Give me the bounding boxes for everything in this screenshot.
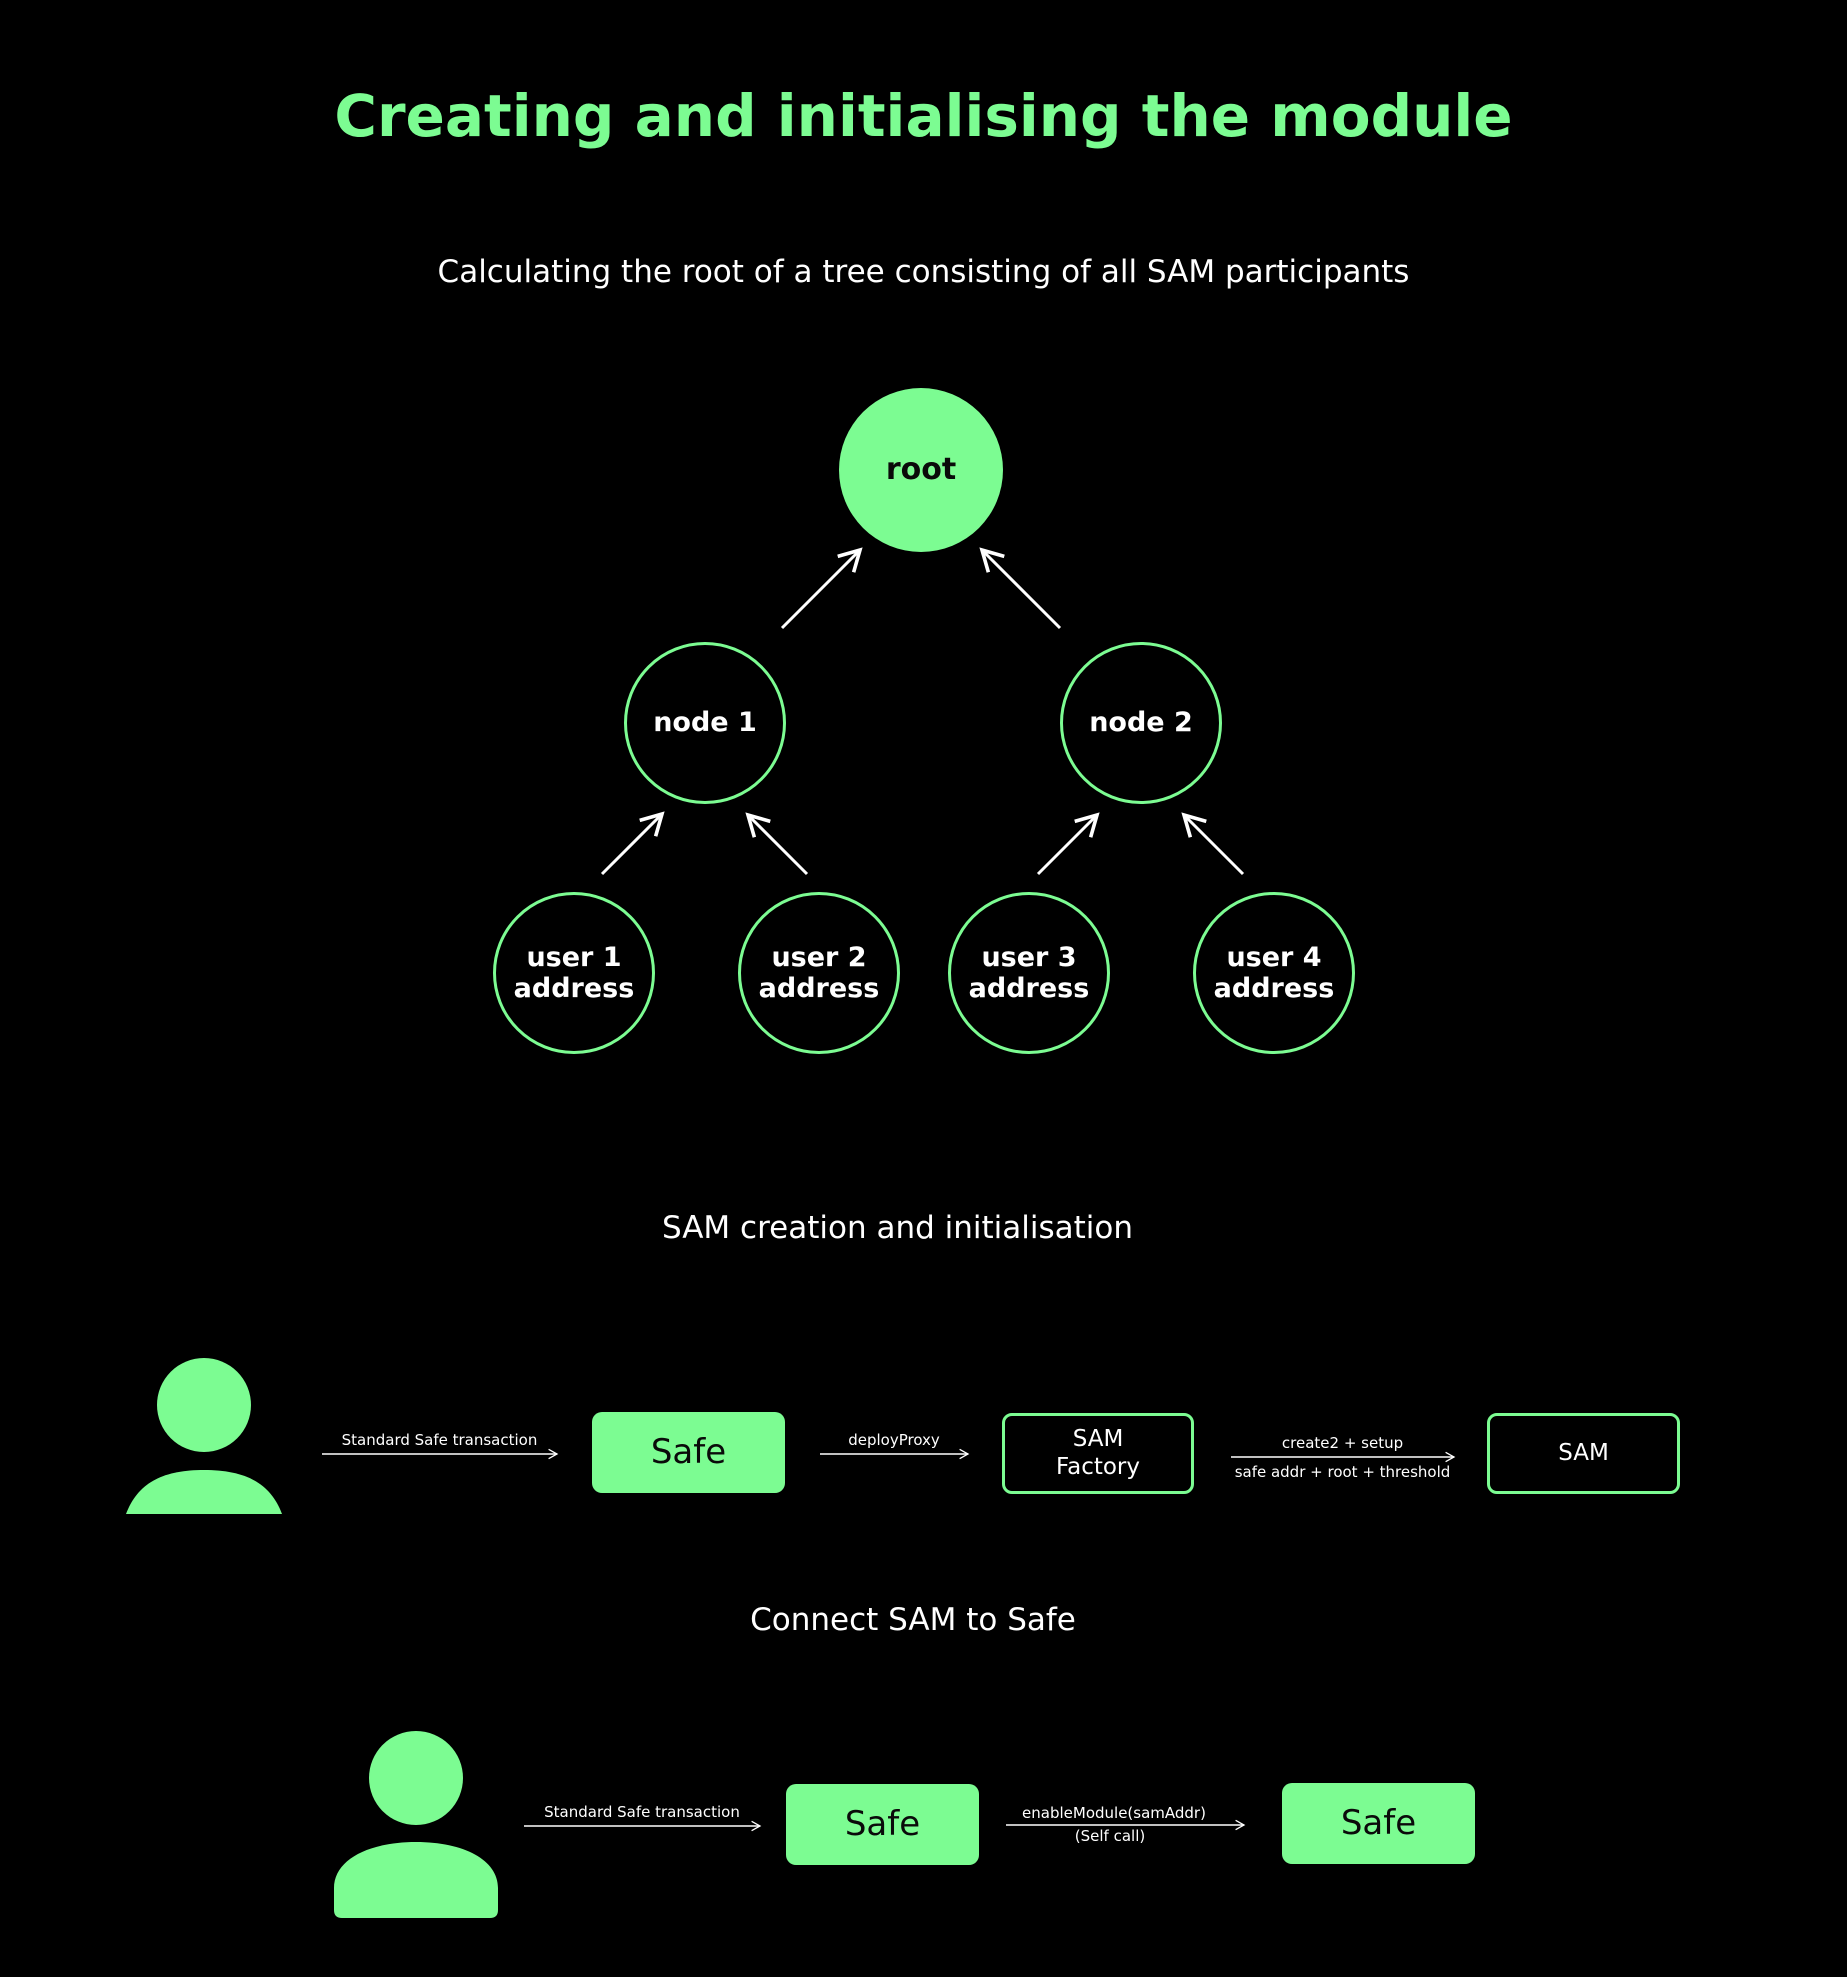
tree-node-node1: node 1 (624, 642, 786, 804)
safe-box-right-label: Safe (1340, 1803, 1417, 1844)
tree-leaf-user1: user 1 address (493, 892, 655, 1054)
arrow-user2-node1 (745, 812, 809, 876)
edge-label-setup-args: safe addr + root + threshold (1234, 1463, 1451, 1481)
tree-leaf-user4-line1: user 4 (1226, 941, 1322, 973)
sam-factory-box: SAM Factory (1002, 1413, 1194, 1494)
person-icon (126, 1358, 282, 1514)
tree-leaf-user3-line1: user 3 (981, 941, 1077, 973)
tree-node-root-label: root (885, 451, 957, 487)
tree-leaf-user3-line2: address (968, 973, 1090, 1004)
tree-node-root: root (839, 388, 1003, 552)
arrow-user3-node2 (1036, 812, 1100, 876)
safe-box-label: Safe (650, 1432, 727, 1473)
sam-factory-line2: Factory (1055, 1453, 1140, 1480)
safe-box-left: Safe (786, 1784, 979, 1865)
tree-leaf-user2: user 2 address (738, 892, 900, 1054)
tree-node-node2-label: node 2 (1089, 707, 1193, 739)
edge-label-deploy-proxy: deployProxy (848, 1431, 940, 1449)
sam-factory-line1: SAM (1072, 1425, 1124, 1452)
arrow-node2-root (979, 547, 1062, 630)
arrow-node1-root (780, 547, 863, 630)
edge-label-create2: create2 + setup (1281, 1434, 1404, 1452)
tree-leaf-user1-line2: address (513, 973, 635, 1004)
tree-leaf-user4: user 4 address (1193, 892, 1355, 1054)
tree-leaf-user2-line1: user 2 (771, 941, 867, 973)
tree-section-heading: Calculating the root of a tree consistin… (437, 254, 1410, 290)
edge-label-self-call: (Self call) (1074, 1827, 1146, 1845)
creation-section-heading: SAM creation and initialisation (661, 1210, 1134, 1246)
sam-box: SAM (1487, 1413, 1680, 1494)
tree-leaf-user3: user 3 address (948, 892, 1110, 1054)
tree-leaf-user2-line2: address (758, 973, 880, 1004)
page-title: Creating and initialising the module (334, 82, 1513, 150)
tree-node-node1-label: node 1 (653, 707, 757, 739)
sam-box-label: SAM (1558, 1439, 1609, 1466)
tree-leaf-user4-line2: address (1213, 973, 1335, 1004)
edge-label-user-safe-connect: Standard Safe transaction (544, 1803, 740, 1821)
safe-box: Safe (592, 1412, 785, 1493)
safe-box-right: Safe (1282, 1783, 1475, 1864)
edge-label-enable-module: enableModule(samAddr) (1022, 1804, 1206, 1822)
arrow-user1-node1 (600, 811, 665, 876)
safe-box-left-label: Safe (844, 1804, 921, 1845)
tree-node-node2: node 2 (1060, 642, 1222, 804)
connect-section-heading: Connect SAM to Safe (750, 1602, 1076, 1638)
edge-label-user-safe: Standard Safe transaction (341, 1431, 538, 1449)
arrow-user4-node2 (1181, 812, 1245, 876)
person-icon (334, 1731, 498, 1918)
tree-leaf-user1-line1: user 1 (526, 941, 622, 973)
